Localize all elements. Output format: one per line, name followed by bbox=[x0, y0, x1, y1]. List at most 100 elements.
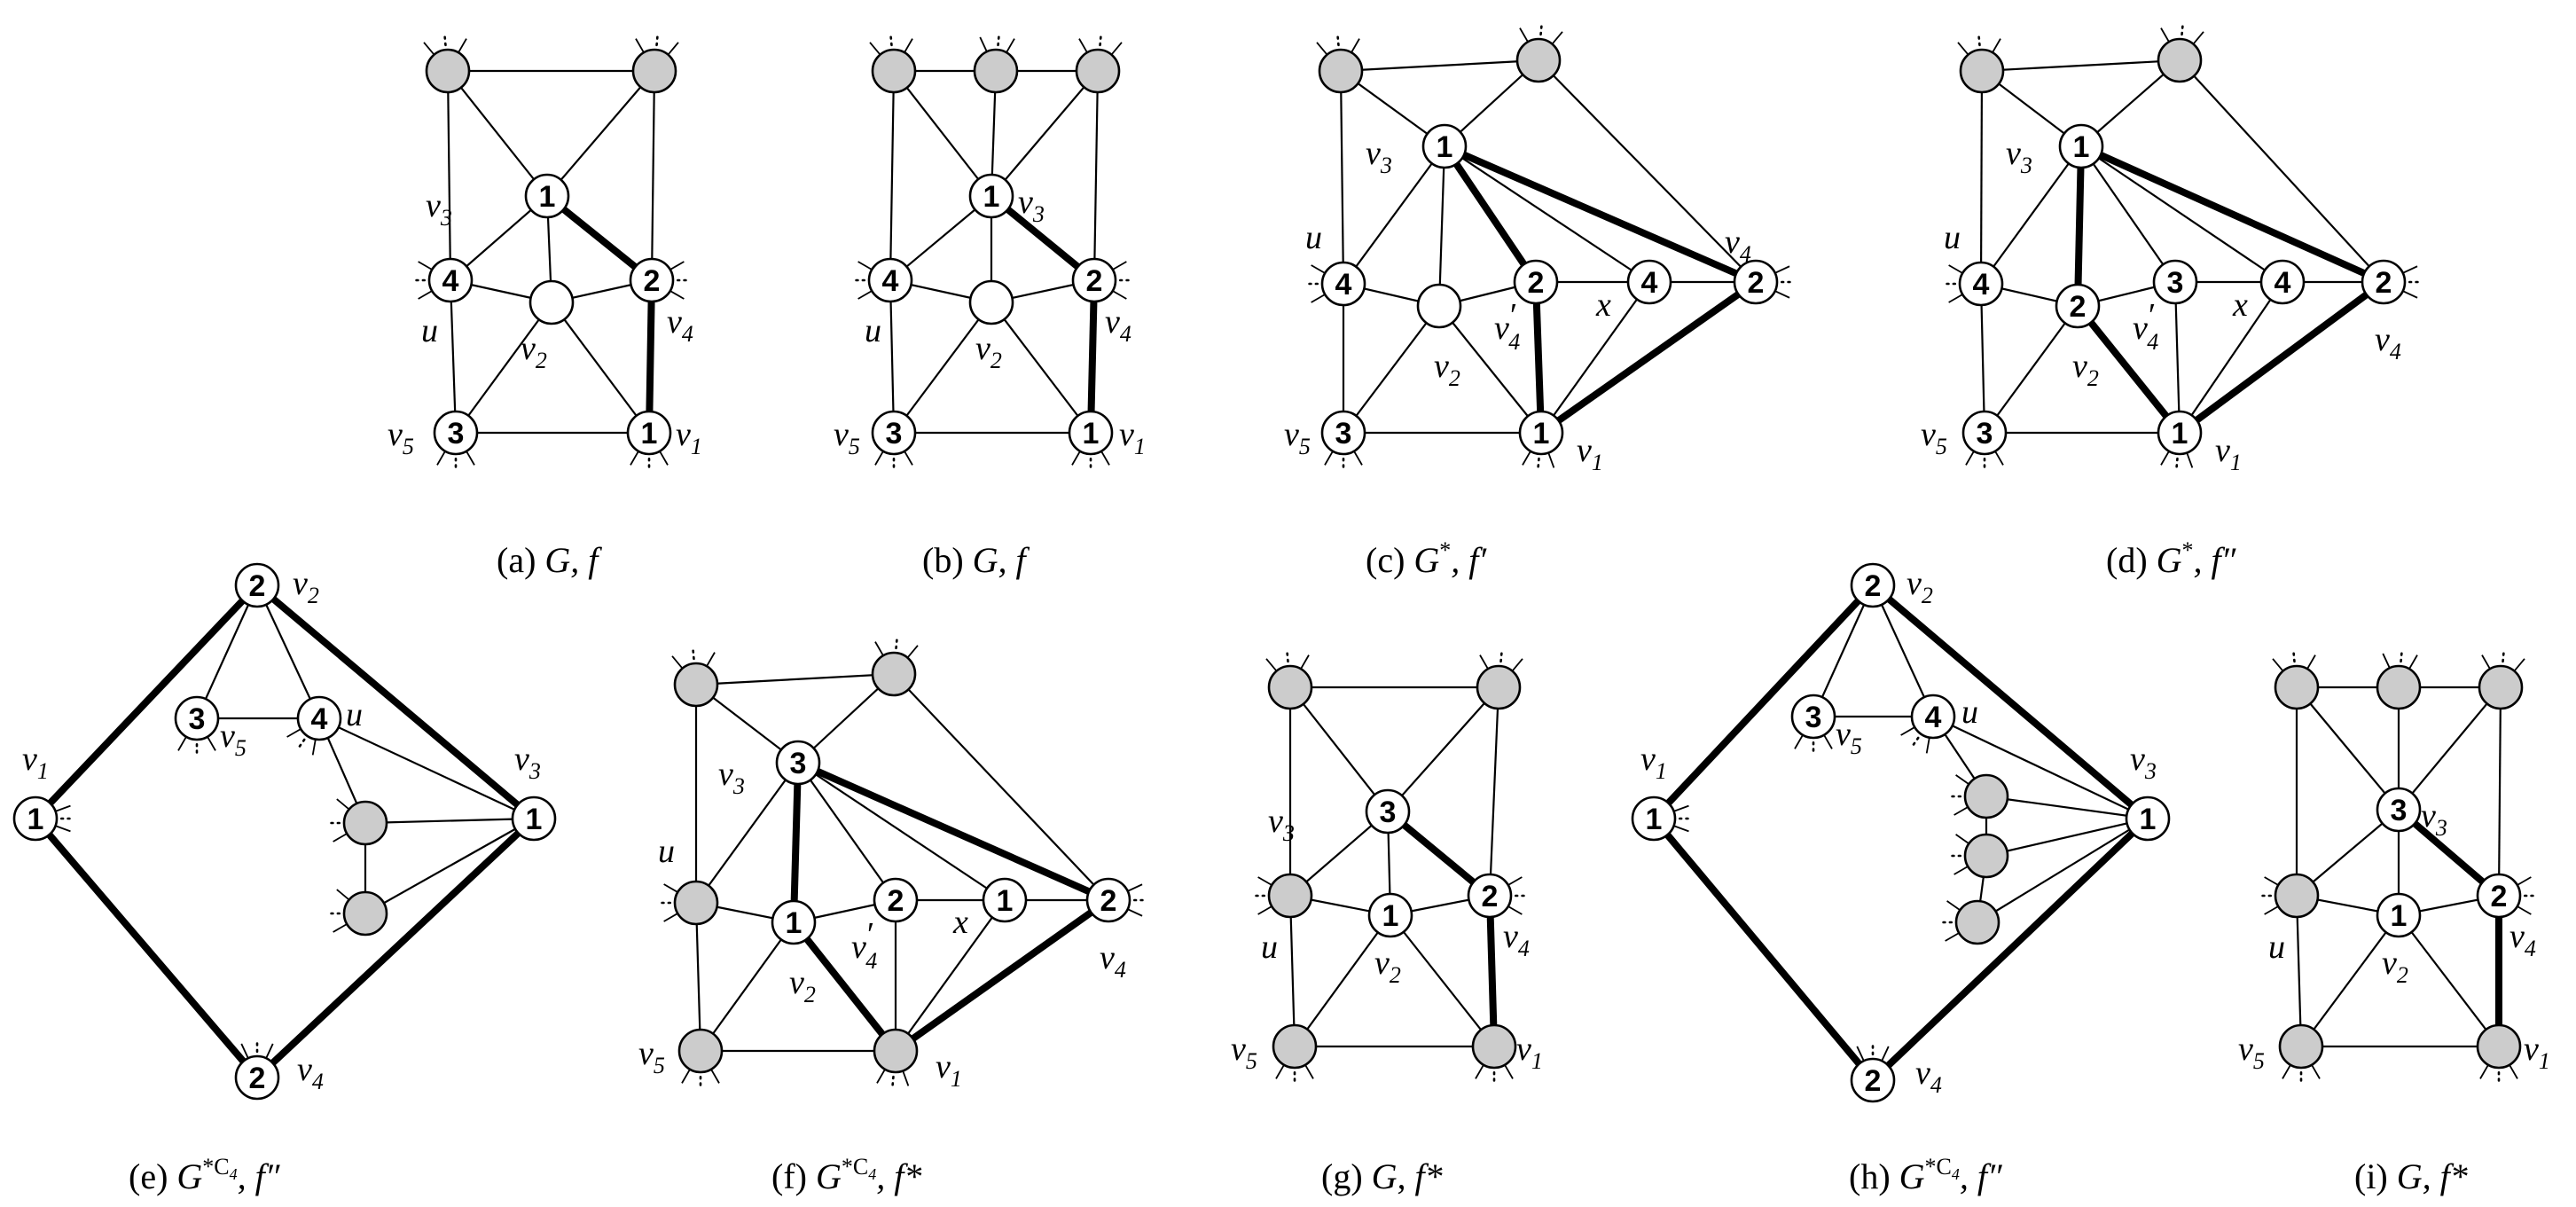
boundary-stub bbox=[1522, 449, 1555, 472]
vertex-color-label: 3 bbox=[790, 747, 807, 780]
edge bbox=[1437, 145, 1446, 307]
boundary-stub bbox=[874, 635, 919, 660]
boundary-stub bbox=[630, 449, 669, 472]
vertex bbox=[973, 48, 1019, 94]
edge bbox=[1980, 145, 2082, 285]
edge bbox=[1977, 818, 2149, 923]
edge bbox=[2497, 686, 2502, 897]
edge bbox=[650, 70, 656, 281]
thick-edge bbox=[1486, 895, 1498, 1047]
vertex: 2 bbox=[1085, 877, 1131, 923]
vertex-color-label: 1 bbox=[27, 803, 44, 836]
vertex: 2 bbox=[873, 877, 919, 923]
boundary-stub bbox=[1506, 876, 1529, 915]
edge bbox=[2173, 281, 2181, 434]
boundary-stub bbox=[1519, 21, 1563, 46]
vertex: 4 bbox=[1626, 259, 1672, 305]
thick-edge bbox=[32, 816, 261, 1080]
vertex-name-label: v2 bbox=[1907, 565, 1933, 608]
boundary-stub bbox=[2481, 648, 2525, 673]
boundary-stub bbox=[1324, 449, 1363, 472]
boundary-stub bbox=[851, 261, 874, 300]
edge bbox=[1343, 145, 1445, 285]
vertex bbox=[2478, 664, 2524, 710]
vertex: 1 bbox=[1068, 410, 1114, 456]
edge bbox=[2179, 59, 2384, 283]
boundary-stub bbox=[1110, 261, 1133, 300]
vertex: 3 bbox=[775, 740, 821, 786]
thick-edge bbox=[1870, 816, 2150, 1083]
vertex: 3 bbox=[871, 410, 917, 456]
boundary-stub bbox=[1938, 900, 1962, 942]
vertex-color-label: 3 bbox=[886, 417, 903, 451]
vertex-color-label: 2 bbox=[1865, 569, 1882, 603]
vertex: 1 bbox=[982, 877, 1028, 923]
vertex: 1 bbox=[771, 899, 817, 945]
thick-edge bbox=[1870, 582, 2150, 822]
edge bbox=[551, 302, 650, 434]
boundary-stub bbox=[874, 449, 913, 472]
edge bbox=[2398, 914, 2500, 1047]
thick-edge bbox=[1441, 144, 1539, 285]
vertex: 1 bbox=[1631, 796, 1677, 842]
boundary-stub bbox=[286, 727, 317, 756]
edge bbox=[546, 70, 655, 197]
vertex-name-label: v1 bbox=[1119, 416, 1146, 459]
boundary-stub bbox=[411, 261, 435, 300]
vertex-color-label: 1 bbox=[526, 803, 543, 836]
boundary-stub bbox=[1773, 265, 1795, 299]
edge bbox=[889, 70, 896, 281]
boundary-stub bbox=[1957, 32, 2001, 57]
vertex-color-label: 2 bbox=[1482, 880, 1499, 913]
vertex: 3 bbox=[2152, 259, 2198, 305]
vertex: 1 bbox=[2157, 410, 2203, 456]
vertex-color-label: 1 bbox=[2391, 899, 2408, 933]
vertex: 4 bbox=[1320, 261, 1366, 307]
edge bbox=[1985, 817, 2149, 858]
vertex-color-label: 2 bbox=[644, 264, 661, 298]
vertex-color-label: 3 bbox=[2167, 266, 2184, 300]
boundary-stub bbox=[53, 804, 74, 833]
vertex-name-label: v5 bbox=[220, 717, 247, 761]
vertex: 4 bbox=[1958, 261, 2004, 307]
vertex-color-label: 1 bbox=[2073, 130, 2090, 164]
vertex: 1 bbox=[2125, 796, 2171, 842]
vertex-color-label: 2 bbox=[2376, 266, 2392, 300]
edge bbox=[1294, 914, 1391, 1047]
vertex: 1 bbox=[1421, 123, 1468, 169]
edge bbox=[2080, 145, 2176, 283]
boundary-stub bbox=[2515, 876, 2538, 915]
edge bbox=[695, 762, 799, 904]
vertex-color-label: 3 bbox=[2391, 794, 2408, 827]
boundary-stub bbox=[2258, 876, 2281, 915]
boundary-stub bbox=[2400, 265, 2423, 299]
edge bbox=[895, 899, 1006, 1052]
vertex: 1 bbox=[1367, 892, 1413, 938]
panel-caption: (h) G*C4, f″ bbox=[1849, 1154, 2003, 1196]
boundary-stub bbox=[1794, 733, 1833, 756]
vertex-color-label: 3 bbox=[1380, 796, 1397, 829]
vertex: 2 bbox=[1071, 257, 1117, 303]
vertex bbox=[871, 651, 917, 697]
vertex bbox=[631, 48, 677, 94]
vertex: 1 bbox=[626, 410, 672, 456]
vertex: 1 bbox=[2376, 892, 2422, 938]
boundary-stub bbox=[668, 261, 691, 300]
edge bbox=[1932, 716, 2149, 819]
vertex bbox=[2376, 664, 2422, 710]
panel-caption: (f) G*C4, f* bbox=[771, 1154, 921, 1196]
edge bbox=[1812, 584, 1875, 717]
edge bbox=[1387, 686, 1499, 812]
thick-edge bbox=[2074, 303, 2183, 435]
boundary-stub bbox=[326, 798, 351, 843]
vertex: 1 bbox=[12, 796, 59, 842]
vertex: 1 bbox=[2058, 123, 2104, 169]
thick-edge bbox=[2079, 143, 2385, 286]
boundary-stub bbox=[1965, 449, 2004, 472]
vertex-name-label: v3 bbox=[1366, 135, 1392, 178]
vertex-color-label: 1 bbox=[997, 884, 1014, 918]
edge bbox=[1872, 584, 1934, 717]
edge bbox=[364, 818, 535, 914]
vertex-name-label: v5 bbox=[1921, 416, 1947, 459]
